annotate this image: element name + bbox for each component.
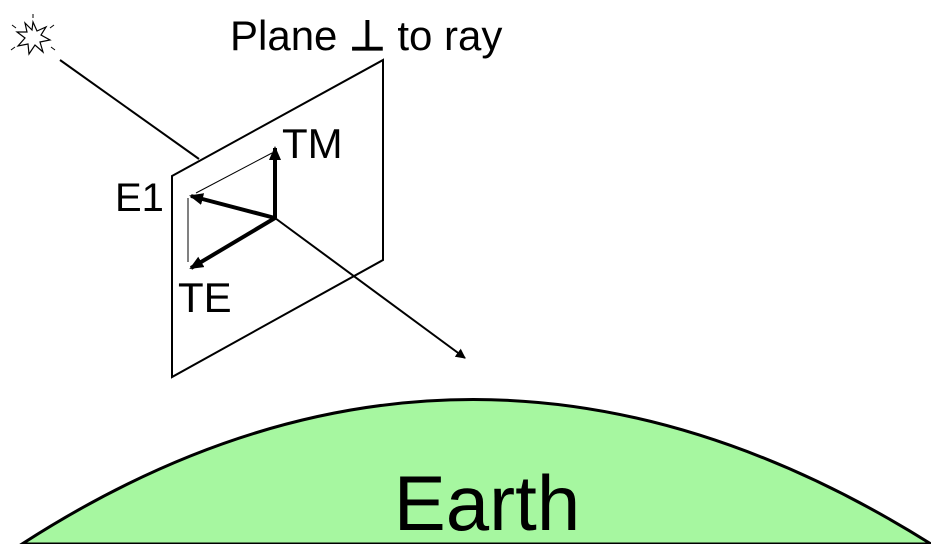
outgoing-ray	[274, 217, 466, 359]
projection-line-top	[195, 152, 273, 194]
title-suffix: to ray	[386, 12, 503, 59]
te-vector	[189, 216, 277, 270]
earth-label: Earth	[394, 459, 580, 544]
perpendicular-plane	[171, 58, 384, 379]
perpendicular-symbol: ⊥	[349, 12, 386, 59]
tm-label: TM	[282, 120, 343, 167]
e1-label: E1	[115, 176, 164, 220]
title-text: Plane	[230, 12, 349, 59]
starburst-icon	[10, 14, 56, 56]
e1-vector	[189, 193, 276, 220]
incoming-ray	[59, 59, 200, 160]
te-label: TE	[178, 274, 232, 321]
earth-shape	[19, 398, 931, 544]
diagram-title: Plane ⊥ to ray	[230, 12, 502, 59]
